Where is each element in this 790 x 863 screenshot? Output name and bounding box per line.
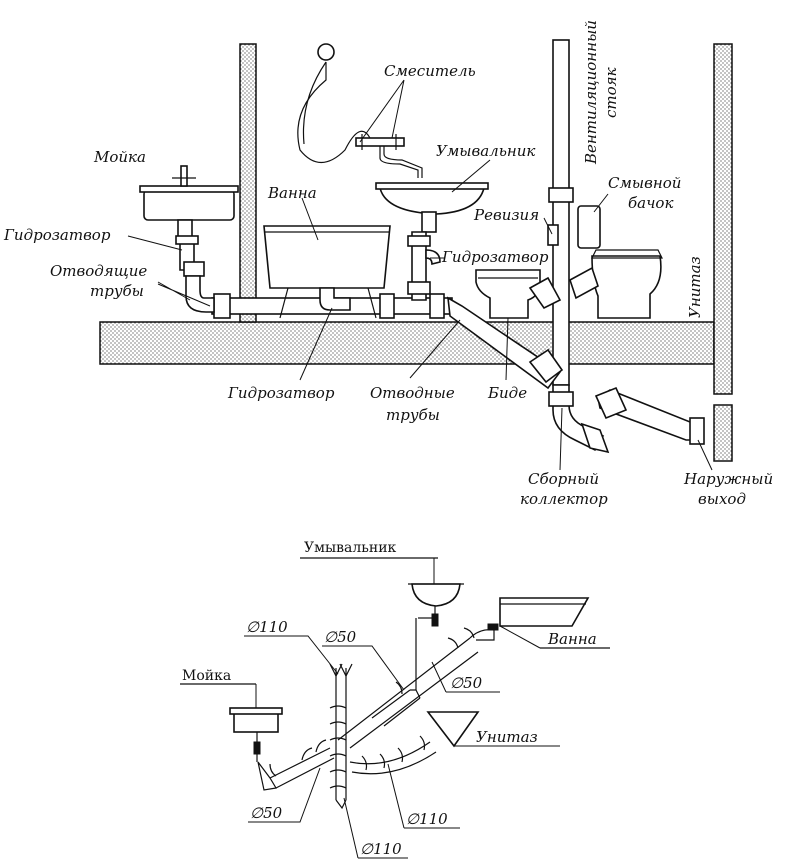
scheme-riser (335, 668, 347, 800)
floor-slab (99, 321, 715, 365)
scheme-pipe-sink (269, 747, 335, 789)
leader-outlet-pipes (409, 319, 461, 379)
scheme-washbasin (411, 583, 461, 607)
outlet-pipe-socket (528, 348, 564, 384)
vent-riser-joint (548, 187, 574, 203)
label-flush-2: бачок (628, 194, 673, 212)
label-trap-bottom: Гидрозатвор (227, 384, 335, 402)
dim-leader-50-left (248, 767, 321, 823)
mixer-spout (379, 146, 419, 178)
leader-washbasin (451, 159, 491, 193)
dim-leader-110-mid (387, 763, 460, 829)
label-collector-1: Сборный (528, 470, 599, 488)
scheme-label-bath: Ванна (547, 630, 597, 648)
leader-drain-pipes (157, 281, 211, 307)
label-sink: Мойка (93, 148, 146, 166)
scheme-label-d110-top: ∅110 (246, 618, 288, 636)
wall-right-lower (713, 404, 733, 462)
label-outlet-pipes-1: Отводные (370, 384, 455, 402)
label-collector-2: коллектор (520, 490, 608, 508)
bidet (475, 269, 541, 319)
bath-trap (319, 287, 351, 311)
toilet-outlet (569, 266, 599, 300)
leader-mixer (359, 79, 405, 143)
washbasin-bowl (378, 187, 486, 215)
label-outlet-pipes-2: трубы (386, 406, 440, 424)
wall-right (713, 43, 733, 395)
leader-collector (559, 407, 563, 471)
label-exit-2: выход (698, 490, 746, 508)
washbasin-drain (421, 211, 437, 233)
drain-coupling-3 (429, 293, 445, 319)
exit-coupling (689, 417, 705, 445)
dim-leader-110-top (244, 635, 339, 675)
sink-faucet (180, 165, 188, 187)
dim-leader-50-top (322, 645, 405, 691)
collector-end (580, 422, 610, 454)
label-vent-1: Вентиляционный (582, 20, 600, 165)
revision-hatch (547, 224, 559, 246)
collector-socket (548, 391, 574, 407)
exit-elbow (594, 386, 628, 420)
scheme-label-d50-right: ∅50 (450, 674, 483, 692)
scheme-bath (499, 597, 590, 627)
leader-trap-bottom (299, 307, 333, 381)
scheme-toilet (426, 711, 480, 748)
dim-leader-50-right (431, 661, 500, 693)
scheme-label-d50-top: ∅50 (324, 628, 357, 646)
vent-riser (552, 39, 570, 386)
scheme-label-d50-left: ∅50 (250, 804, 283, 822)
bath-tub (263, 225, 391, 289)
scheme-sink (233, 711, 279, 733)
wall-left (239, 43, 257, 323)
scheme-pipe-washbasin (371, 689, 421, 727)
top-diagram: Мойка Гидрозатвор Отводящие трубы Смесит… (3, 20, 773, 508)
leader-revision (543, 217, 553, 235)
sink-rim (139, 185, 239, 193)
label-trap-right: Гидрозатвор (441, 248, 549, 266)
scheme-label-d110-mid: ∅110 (406, 810, 448, 828)
leader-bath (301, 197, 319, 241)
mixer-body (355, 137, 405, 147)
label-flush-1: Смывной (608, 174, 681, 192)
toilet (591, 255, 662, 319)
scheme-pipe-diagonal-bath (337, 637, 479, 749)
label-bath: Ванна (267, 184, 317, 202)
label-revision: Ревизия (473, 206, 539, 224)
leader-flush (593, 193, 609, 213)
sink-bowl (143, 189, 235, 221)
bottom-diagram: Умывальник Ванна Мойка Унитаз ∅110 ∅50 ∅… (180, 540, 610, 859)
label-bidet: Биде (487, 384, 527, 402)
leader-exit (697, 439, 713, 471)
label-exit-1: Наружный (683, 470, 773, 488)
label-toilet: Унитаз (686, 256, 704, 318)
label-mixer: Смеситель (384, 62, 476, 80)
label-trap-left: Гидрозатвор (3, 226, 111, 244)
scheme-label-washbasin: Умывальник (304, 540, 397, 556)
shower-hose (297, 62, 371, 164)
scheme-label-d110-bottom: ∅110 (360, 840, 402, 858)
scheme-pipe-toilet (349, 741, 437, 775)
dim-leader-110-bottom (343, 797, 408, 859)
flush-tank (577, 205, 601, 249)
label-drain-pipes-2: трубы (90, 282, 144, 300)
drain-coupling-2 (379, 293, 395, 319)
scheme-label-toilet: Унитаз (476, 728, 538, 746)
label-vent-2: стояк (602, 67, 620, 118)
label-washbasin: Умывальник (436, 142, 535, 160)
drain-coupling-1 (213, 293, 231, 319)
scheme-sockets (269, 627, 475, 789)
leader-trap-left (127, 235, 183, 251)
leader-bidet (505, 317, 509, 381)
scheme-label-sink: Мойка (182, 668, 231, 684)
label-drain-pipes-1: Отводящие (50, 262, 147, 280)
